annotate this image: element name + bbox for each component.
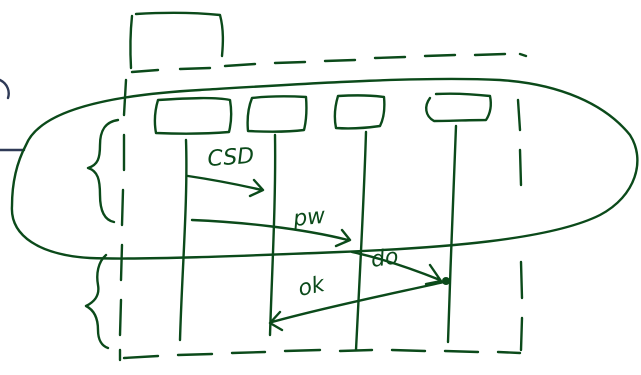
label-pw: pw [291, 204, 327, 232]
lifeline-4 [448, 126, 456, 342]
left-edge-mark [0, 80, 24, 150]
message-pw-arrow [192, 220, 350, 246]
lifeline-3 [356, 132, 366, 350]
lower-brace [86, 255, 108, 348]
message-csd-arrow [188, 176, 263, 196]
lifeline-head-4 [426, 94, 491, 121]
label-do: do [369, 244, 400, 273]
lifeline-head-2 [248, 96, 307, 131]
upper-brace [88, 120, 118, 222]
label-ok: ok [296, 272, 328, 302]
lifeline-head-1 [155, 98, 231, 134]
lifeline-1 [180, 140, 186, 340]
activation-dot [442, 277, 450, 285]
top-tab-outline [130, 13, 223, 68]
label-csd: CSD [207, 144, 255, 172]
combined-fragment-ellipse [12, 79, 637, 259]
lifeline-2 [270, 135, 275, 335]
lifeline-head-3 [335, 95, 384, 128]
